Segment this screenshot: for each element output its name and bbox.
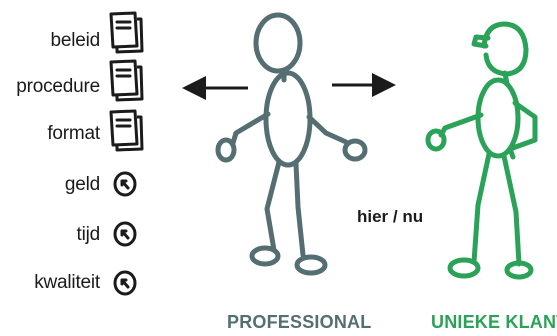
document-icon [109,109,144,152]
arrow-right-icon [332,73,396,97]
professional-figure [215,12,368,276]
clock-icon [113,270,137,296]
clock-icon [113,221,137,247]
item-list: beleid procedure format geld tijd kwalit… [0,0,100,336]
item-label-kwaliteit: kwaliteit [34,272,100,293]
item-label-tijd: tijd [76,224,101,245]
item-label-format: format [47,123,100,144]
item-label-geld: geld [64,174,100,195]
item-label-procedure: procedure [16,76,100,97]
document-icon [109,59,144,102]
client-caption: UNIEKE KLANT [431,312,557,332]
arrow-left-icon [182,76,248,100]
clock-icon [113,171,137,197]
professional-caption: PROFESSIONAL [227,312,372,332]
item-label-beleid: beleid [50,30,100,51]
document-icon [109,11,144,54]
client-figure [425,21,538,280]
center-label: hier / nu [357,207,424,226]
